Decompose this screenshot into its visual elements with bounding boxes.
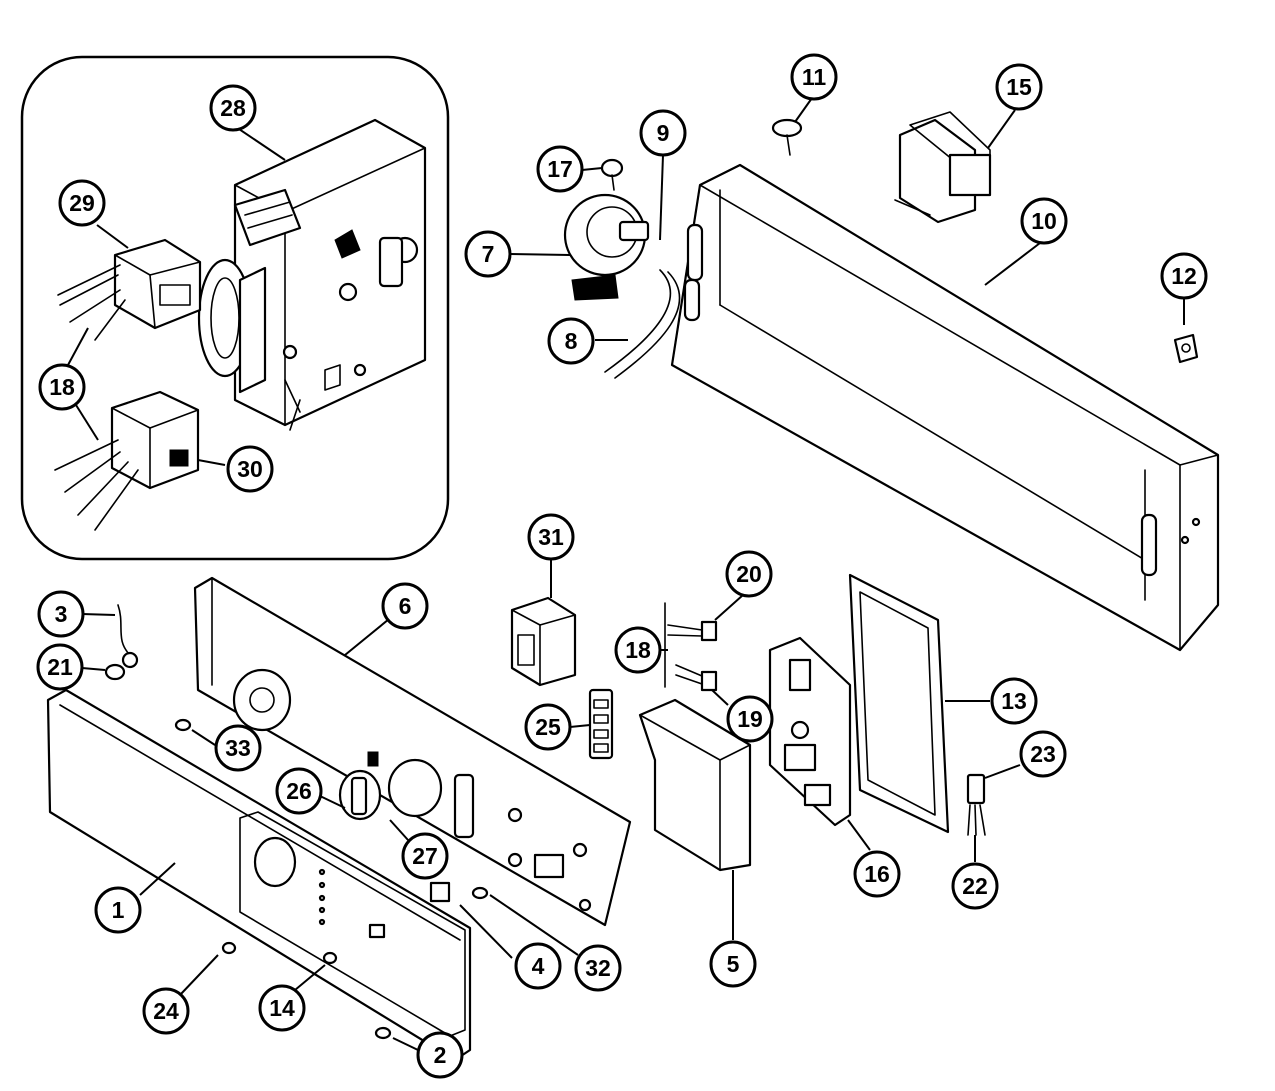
callout-4: 4	[514, 942, 562, 990]
nut-12	[1173, 333, 1199, 364]
button-4	[429, 881, 451, 903]
callout-19: 19	[726, 695, 774, 743]
control-board-16	[768, 636, 852, 827]
screw-11	[771, 118, 803, 156]
svg-text:26: 26	[286, 778, 312, 804]
callout-6: 6	[381, 582, 429, 630]
switch-7	[563, 193, 650, 301]
callout-3: 3	[37, 590, 85, 638]
callout-32: 32	[574, 944, 622, 992]
svg-text:14: 14	[269, 995, 295, 1021]
svg-text:6: 6	[399, 593, 412, 619]
svg-text:10: 10	[1031, 208, 1057, 234]
callout-24: 24	[142, 987, 190, 1035]
svg-text:5: 5	[727, 951, 740, 977]
board-cover-5	[638, 698, 752, 872]
harness-18-19-20	[664, 602, 718, 692]
svg-text:23: 23	[1030, 741, 1056, 767]
callout-17: 17	[536, 145, 584, 193]
callout-28: 28	[209, 84, 257, 132]
svg-text:3: 3	[55, 601, 68, 627]
ground-wire-3-21	[104, 604, 139, 681]
callout-29: 29	[58, 179, 106, 227]
connector-30	[54, 390, 200, 531]
screw-17	[600, 158, 624, 191]
screw-24	[221, 941, 237, 955]
svg-text:8: 8	[565, 328, 578, 354]
callout-9: 9	[639, 109, 687, 157]
svg-text:29: 29	[69, 190, 95, 216]
connector-22-23	[966, 773, 986, 836]
svg-text:27: 27	[412, 843, 438, 869]
screw-32	[471, 886, 489, 900]
svg-text:19: 19	[737, 706, 763, 732]
callout-18-inset: 18	[38, 363, 86, 411]
svg-text:32: 32	[585, 955, 611, 981]
callout-31: 31	[527, 513, 575, 561]
callout-14: 14	[258, 984, 306, 1032]
callout-10: 10	[1020, 197, 1068, 245]
timer-part	[197, 118, 427, 431]
leader-lines	[67, 97, 1185, 1051]
backplate-6	[193, 576, 632, 927]
connector-29	[57, 238, 202, 341]
svg-text:20: 20	[736, 561, 762, 587]
callout-15: 15	[995, 63, 1043, 111]
callout-5: 5	[709, 940, 757, 988]
svg-text:13: 13	[1001, 688, 1027, 714]
svg-text:15: 15	[1006, 74, 1032, 100]
callout-2: 2	[416, 1031, 464, 1079]
wire-8	[604, 269, 672, 373]
screw-33	[174, 718, 192, 732]
svg-text:18: 18	[625, 637, 651, 663]
control-console-part	[670, 163, 1220, 652]
svg-text:31: 31	[538, 524, 564, 550]
callout-18-harness: 18	[614, 626, 662, 674]
svg-text:18: 18	[49, 374, 75, 400]
callout-7: 7	[464, 230, 512, 278]
callout-20: 20	[725, 550, 773, 598]
screw-14	[322, 951, 338, 965]
screw-2	[374, 1026, 392, 1040]
led-strip-25	[588, 688, 614, 760]
callout-11: 11	[790, 53, 838, 101]
svg-text:2: 2	[434, 1042, 447, 1068]
callout-23: 23	[1019, 730, 1067, 778]
callout-13: 13	[990, 677, 1038, 725]
svg-text:25: 25	[535, 714, 561, 740]
callout-21: 21	[36, 643, 84, 691]
svg-text:4: 4	[532, 953, 545, 979]
svg-text:7: 7	[482, 241, 495, 267]
svg-text:17: 17	[547, 156, 573, 182]
callout-30: 30	[226, 445, 274, 493]
front-panel-1	[46, 688, 472, 1062]
callout-16: 16	[853, 850, 901, 898]
svg-text:12: 12	[1171, 263, 1197, 289]
svg-text:30: 30	[237, 456, 263, 482]
svg-text:16: 16	[864, 861, 890, 887]
svg-text:11: 11	[802, 64, 827, 90]
overlay-13	[848, 573, 950, 834]
svg-text:21: 21	[47, 654, 73, 680]
callout-8: 8	[547, 317, 595, 365]
relay-31	[510, 596, 577, 687]
callout-33: 33	[214, 724, 262, 772]
knob-26	[338, 769, 382, 821]
transformer-part	[894, 111, 992, 224]
svg-text:1: 1	[112, 897, 125, 923]
callout-22: 22	[951, 862, 999, 910]
callout-1: 1	[94, 886, 142, 934]
callout-26: 26	[275, 767, 323, 815]
svg-text:28: 28	[220, 95, 246, 121]
svg-text:33: 33	[225, 735, 251, 761]
svg-text:24: 24	[153, 998, 179, 1024]
callout-25: 25	[524, 703, 572, 751]
callout-12: 12	[1160, 252, 1208, 300]
callout-27: 27	[401, 832, 449, 880]
svg-text:9: 9	[657, 120, 670, 146]
svg-text:22: 22	[962, 873, 988, 899]
